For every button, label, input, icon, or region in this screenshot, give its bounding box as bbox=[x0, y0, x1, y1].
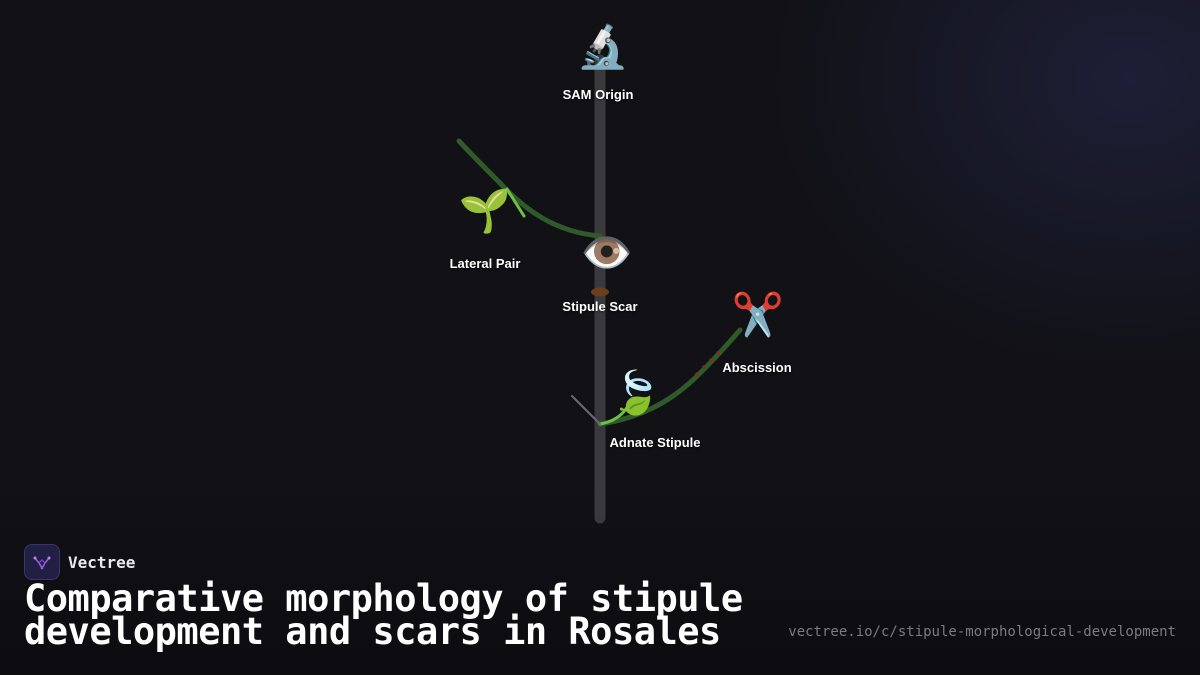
eye-icon: 👁️ bbox=[580, 228, 634, 277]
node-label-adnate-stipule: Adnate Stipule bbox=[609, 435, 701, 450]
vectree-logo-icon bbox=[24, 544, 60, 580]
adnate-stipule-base bbox=[598, 404, 630, 426]
node-label-abscission: Abscission bbox=[722, 360, 792, 375]
node-label-stipule-scar: Stipule Scar bbox=[562, 299, 638, 314]
brand[interactable]: Vectree bbox=[24, 544, 135, 580]
leaf-trace bbox=[571, 395, 601, 425]
leaf-icon: 🍃 bbox=[609, 368, 663, 417]
lateral-branch bbox=[456, 138, 603, 239]
page-title: Comparative morphology of stipule develo… bbox=[24, 577, 743, 653]
scar-mark bbox=[591, 287, 609, 297]
scissors-icon: ✂️ bbox=[731, 290, 785, 339]
node-label-lateral-pair: Lateral Pair bbox=[449, 256, 521, 271]
microscope-icon: 🔬 bbox=[576, 22, 630, 71]
lateral-branch-sprout bbox=[505, 187, 526, 218]
seedling-icon: 🌱 bbox=[458, 186, 512, 235]
node-label-sam-origin: SAM Origin bbox=[562, 87, 634, 102]
brand-name: Vectree bbox=[68, 552, 136, 572]
abscission-branch bbox=[597, 327, 743, 427]
source-url[interactable]: vectree.io/c/stipule-morphological-devel… bbox=[788, 624, 1176, 640]
abscission-dots bbox=[695, 351, 720, 376]
